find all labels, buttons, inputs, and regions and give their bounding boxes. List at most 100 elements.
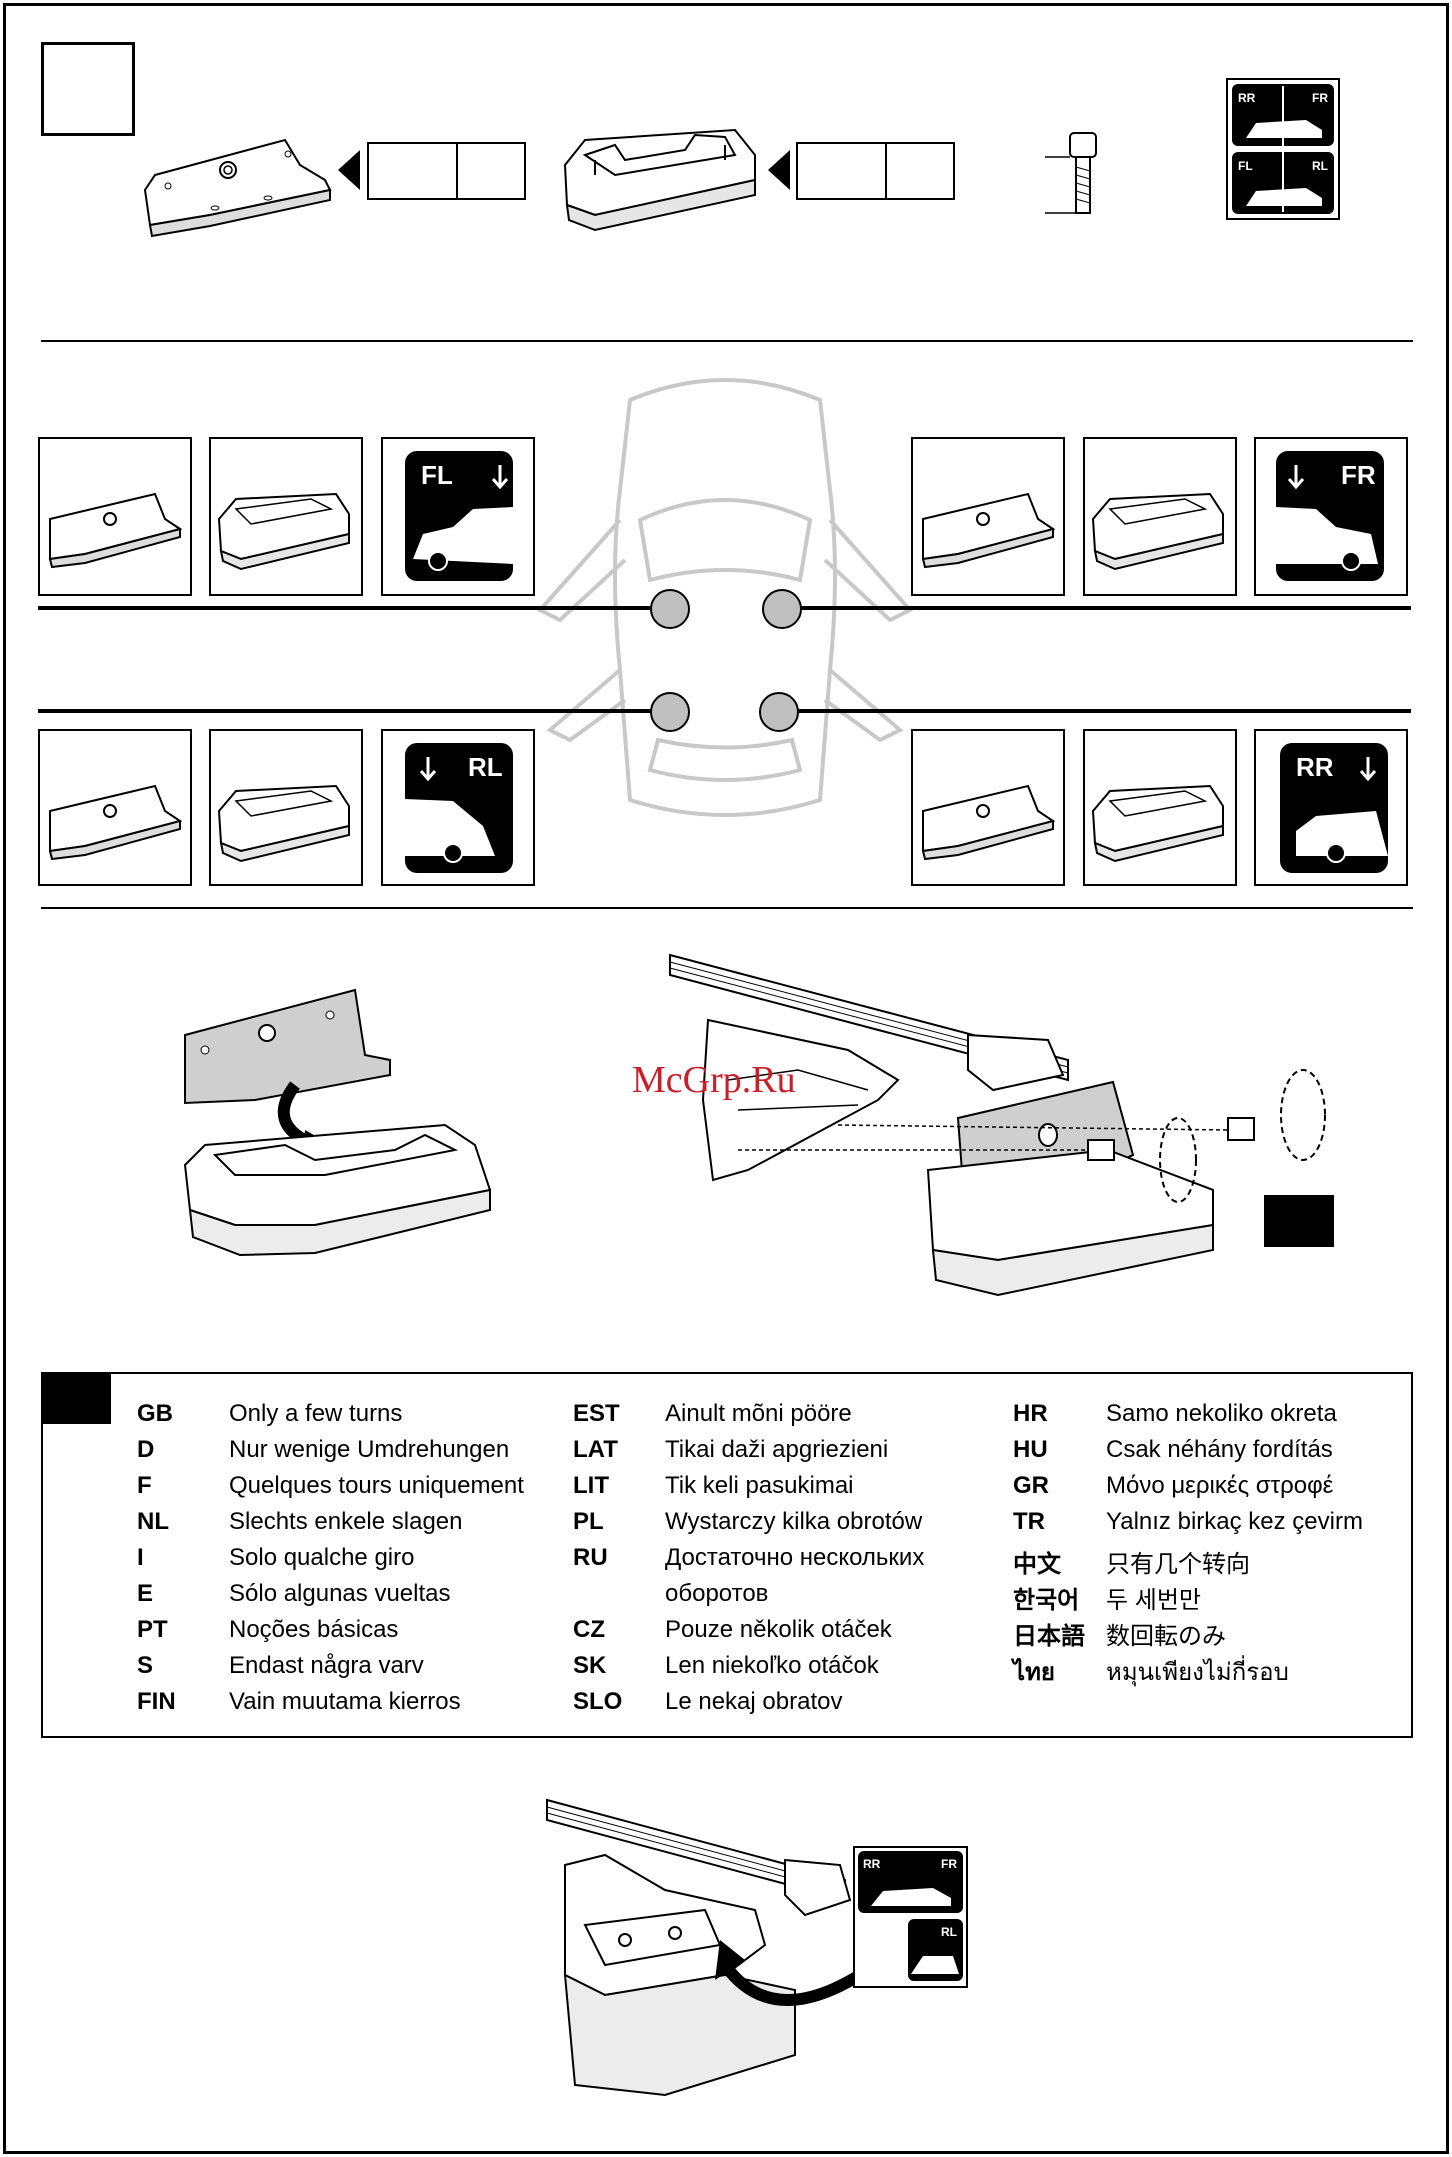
legend-text: Tikai daži apgriezieni: [665, 1436, 889, 1463]
legend-text: Tik keli pasukimai: [665, 1472, 854, 1499]
legend-code: PL: [573, 1508, 604, 1535]
legend-text: Ainult mõni pööre: [665, 1400, 852, 1427]
bolt-icon-2: [1227, 1117, 1255, 1141]
legend-code: SK: [573, 1652, 607, 1679]
rr-position-badge-box: RR: [1254, 729, 1408, 886]
bolt-icon: [1087, 1139, 1115, 1161]
legend-code: E: [137, 1580, 154, 1607]
legend-text: Csak néhány fordítás: [1106, 1436, 1333, 1463]
legend-text: หมุนเพียงไม่กี่รอบ: [1106, 1659, 1289, 1686]
assembly-drawing-right: [669, 953, 1334, 1297]
legend-code: RU: [573, 1544, 608, 1571]
divider-2: [41, 907, 1413, 909]
rl-foot-plate-box: [38, 729, 192, 886]
rotation-arrow-icon: [1159, 1117, 1197, 1203]
foot-plate-thumb: [48, 492, 183, 569]
legend-text: Yalnız birkaç kez çevirm: [1106, 1508, 1363, 1535]
front-axle-line-right: [786, 606, 1411, 610]
rr-foot-pad-box: [1083, 729, 1237, 886]
quantity-box-2: [796, 142, 955, 200]
legend-text: Vain muutama kierros: [229, 1688, 461, 1715]
arrow-left-icon-2: [768, 150, 790, 190]
fr-position-label: FR: [1341, 460, 1376, 490]
arrow-down-icon: [1359, 757, 1377, 782]
legend-code: 한국어: [1013, 1587, 1080, 1614]
arrow-down-icon: [491, 465, 509, 490]
mount-point-fl: [650, 589, 690, 629]
fr-foot-pad-box: [1083, 437, 1237, 596]
legend-text: Noções básicas: [229, 1616, 399, 1643]
legend-code: CZ: [573, 1616, 605, 1643]
sticker2-label-rr: RR: [863, 1857, 881, 1871]
final-assembly-drawing: [546, 1798, 879, 2097]
legend-text: Sólo algunas vueltas: [229, 1580, 451, 1607]
legend-text: Slechts enkele slagen: [229, 1508, 463, 1535]
legend-code: I: [137, 1544, 144, 1571]
legend-code: 日本語: [1013, 1623, 1085, 1650]
legend-code: PT: [137, 1616, 168, 1643]
arrow-left-icon: [338, 150, 360, 190]
legend-text: Only a few turns: [229, 1400, 403, 1427]
quantity-box-divider-2: [885, 142, 887, 200]
fl-position-label: FL: [421, 460, 453, 490]
front-axle-line-left: [38, 606, 670, 610]
car-icon: [1296, 811, 1388, 856]
legend-code: TR: [1013, 1508, 1045, 1535]
legend-text: Достаточно нескольких: [665, 1544, 925, 1571]
mount-point-rr: [759, 692, 799, 732]
legend-code: LIT: [573, 1472, 609, 1499]
insertion-arrow-icon: [715, 1940, 745, 1980]
legend-code: GR: [1013, 1472, 1049, 1499]
legend-text: 두 세번만: [1106, 1587, 1201, 1614]
arrow-down-icon: [419, 757, 437, 782]
sticker2-label-rl: RL: [941, 1925, 957, 1939]
legend-text: Pouze několik otáček: [665, 1616, 892, 1643]
rl-position-badge-box: RL: [381, 729, 535, 886]
position-sticker-icon: RR FR FL RL: [1226, 78, 1340, 220]
page-frame: [3, 3, 1449, 2154]
sticker-label-fl: FL: [1238, 159, 1253, 173]
legend-text: Wystarczy kilka obrotów: [665, 1508, 923, 1535]
rear-axle-line-right: [786, 709, 1411, 713]
car-outline-drawing: [536, 378, 914, 817]
foot-pad-thumb: [217, 492, 350, 571]
quantity-box-1: [367, 142, 526, 200]
legend-tab-marker: [41, 1372, 111, 1424]
legend-code: 中文: [1013, 1551, 1061, 1578]
legend-text: Endast några varv: [229, 1652, 424, 1679]
legend-text: Quelques tours uniquement: [229, 1472, 524, 1499]
legend-code: ไทย: [1013, 1659, 1055, 1686]
fr-foot-plate-box: [911, 437, 1065, 596]
position-sticker-icon-2: RR FR RL: [853, 1846, 968, 1988]
legend-text: Nur wenige Umdrehungen: [229, 1436, 510, 1463]
legend-text: 数回転のみ: [1106, 1623, 1226, 1650]
fr-position-badge-box: FR: [1254, 437, 1408, 596]
legend-text: Len niekoľko otáčok: [665, 1652, 879, 1679]
legend-text: оборотов: [665, 1580, 769, 1607]
mount-point-rl: [650, 692, 690, 732]
fl-position-badge-box: FL: [381, 437, 535, 596]
divider-1: [41, 340, 1413, 342]
car-icon: [413, 507, 513, 564]
legend-text: Solo qualche giro: [229, 1544, 415, 1571]
mount-point-fr: [762, 589, 802, 629]
legend-text: 只有几个转向: [1106, 1551, 1250, 1578]
legend-code: FIN: [137, 1688, 176, 1715]
legend-code: LAT: [573, 1436, 618, 1463]
watermark: McGrp.Ru: [632, 1059, 796, 1101]
arrow-down-icon: [1287, 465, 1305, 490]
rl-foot-pad-box: [209, 729, 363, 886]
fl-foot-pad-box: [209, 437, 363, 596]
legend-text: Samo nekoliko okreta: [1106, 1400, 1337, 1427]
rr-foot-plate-box: [911, 729, 1065, 886]
car-icon: [405, 799, 495, 856]
legend-code: NL: [137, 1508, 169, 1535]
fl-foot-plate-box: [38, 437, 192, 596]
car-icon: [1276, 507, 1378, 564]
sticker-label-fr: FR: [1312, 91, 1328, 105]
foot-pad-drawing: [563, 128, 756, 232]
rotation-arrow-icon-2: [1280, 1069, 1326, 1161]
quantity-box-divider: [456, 142, 458, 200]
legend-code: S: [137, 1652, 154, 1679]
sticker2-label-fr: FR: [941, 1857, 957, 1871]
